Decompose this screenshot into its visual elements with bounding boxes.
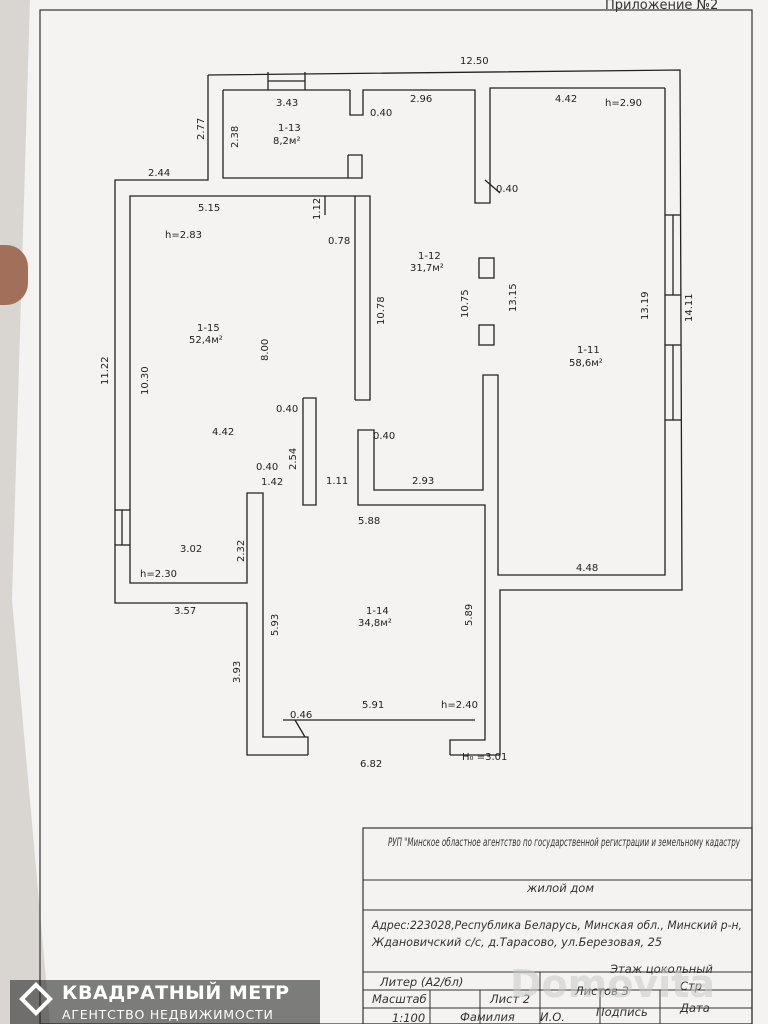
floor-label: Этаж цокольный xyxy=(609,962,713,976)
room-1-15-id: 1-15 xyxy=(197,323,220,334)
dim-label: 3.93 xyxy=(232,661,243,683)
dim-label: 4.42 xyxy=(212,427,234,438)
liter-label: Литер (А2/бл) xyxy=(379,975,463,989)
sheet-label: Лист 2 xyxy=(489,992,530,1006)
dimension-labels: 12.50 3.43 0.40 2.96 4.42 h=2.90 2.77 2.… xyxy=(100,56,695,770)
dim-label: h=2.90 xyxy=(605,98,642,109)
dim-label: 13.19 xyxy=(640,291,651,320)
scale-label: Масштаб xyxy=(372,992,427,1006)
dim-label: 2.77 xyxy=(196,118,207,140)
agency-watermark: КВАДРАТНЫЙ МЕТР АГЕНТСТВО НЕДВИЖИМОСТИ xyxy=(10,980,320,1024)
dim-label: 5.93 xyxy=(270,614,281,636)
dim-label: 10.75 xyxy=(460,289,471,318)
dim-label: h=2.40 xyxy=(441,700,478,711)
room-1-15-area: 52,4м² xyxy=(189,335,223,346)
room-1-13-id: 1-13 xyxy=(278,123,301,134)
agency-title: КВАДРАТНЫЙ МЕТР xyxy=(62,982,290,1004)
dim-label: 2.38 xyxy=(230,126,241,148)
dim-label: 1.12 xyxy=(312,198,323,220)
dim-label: 5.88 xyxy=(358,516,380,527)
dim-label: 0.40 xyxy=(496,184,518,195)
agency-logo-icon xyxy=(19,982,53,1016)
agency-subtitle: АГЕНТСТВО НЕДВИЖИМОСТИ xyxy=(62,1007,274,1022)
dim-label: 4.48 xyxy=(576,563,598,574)
surname-label: Фамилия xyxy=(460,1010,515,1024)
page-label: Стр xyxy=(680,979,702,993)
sheets-label: Листов 3 xyxy=(574,984,629,998)
dim-label: h=2.83 xyxy=(165,230,202,241)
dim-label: 5.89 xyxy=(464,604,475,626)
dim-label: 5.15 xyxy=(198,203,220,214)
dim-label: 2.44 xyxy=(148,168,170,179)
finger-thumb xyxy=(0,245,28,305)
drawing-frame xyxy=(39,9,753,1024)
appendix-label: Приложение №2 xyxy=(605,0,718,13)
dim-label: 14.11 xyxy=(684,293,695,322)
dim-label: 0.46 xyxy=(290,710,312,721)
address-line-2: Ждановичский с/с, д.Тарасово, ул.Березов… xyxy=(371,935,662,949)
dim-label: 5.91 xyxy=(362,700,384,711)
scale-value: 1:100 xyxy=(392,1011,425,1024)
dim-label: 3.02 xyxy=(180,544,202,555)
room-1-13-area: 8,2м² xyxy=(273,136,300,147)
dim-label: 2.54 xyxy=(288,448,299,470)
title-block: РУП "Минское областное агентство по госу… xyxy=(362,827,753,1024)
dim-label: 11.22 xyxy=(100,356,111,385)
dim-label: 4.42 xyxy=(555,94,577,105)
dim-label: h=2.30 xyxy=(140,569,177,580)
dim-label: 3.57 xyxy=(174,606,196,617)
dim-label: 2.96 xyxy=(410,94,432,105)
signature-label: Подпись xyxy=(596,1005,648,1019)
dim-label: 0.40 xyxy=(370,108,392,119)
object-name: жилой дом xyxy=(526,881,594,895)
address-line-1: Адрес:223028,Республика Беларусь, Минска… xyxy=(371,918,742,932)
walls xyxy=(114,69,683,756)
dim-label: 0.78 xyxy=(328,236,350,247)
room-1-12-id: 1-12 xyxy=(418,251,441,262)
dim-label: 10.30 xyxy=(140,366,151,395)
dim-label: 0.40 xyxy=(373,431,395,442)
date-label: Дата xyxy=(679,1001,710,1015)
dim-label: 2.93 xyxy=(412,476,434,487)
room-1-11-id: 1-11 xyxy=(577,345,600,356)
initials-label: И.О. xyxy=(540,1010,565,1024)
dim-label: 12.50 xyxy=(460,56,489,67)
paper xyxy=(12,0,768,1024)
domovita-watermark: Domovita xyxy=(510,962,715,1006)
dim-label: 13.15 xyxy=(508,283,519,312)
dim-label: 1.42 xyxy=(261,477,283,488)
dim-label: 3.43 xyxy=(276,98,298,109)
dim-label: Н₀ =3.01 xyxy=(462,752,507,763)
dim-label: 8.00 xyxy=(260,339,271,361)
dim-label: 0.40 xyxy=(256,462,278,473)
room-labels: 1-13 8,2м² 1-12 31,7м² 1-11 58,6м² 1-15 … xyxy=(189,123,603,629)
room-1-11-area: 58,6м² xyxy=(569,358,603,369)
dim-label: 10.78 xyxy=(376,296,387,325)
dim-label: 0.40 xyxy=(276,404,298,415)
room-1-14-id: 1-14 xyxy=(366,606,389,617)
dim-label: 2.32 xyxy=(236,540,247,562)
room-1-12-area: 31,7м² xyxy=(410,263,444,274)
dim-label: 1.11 xyxy=(326,476,348,487)
dim-label: 6.82 xyxy=(360,759,382,770)
organization-line: РУП "Минское областное агентство по госу… xyxy=(388,835,740,849)
room-1-14-area: 34,8м² xyxy=(358,618,392,629)
